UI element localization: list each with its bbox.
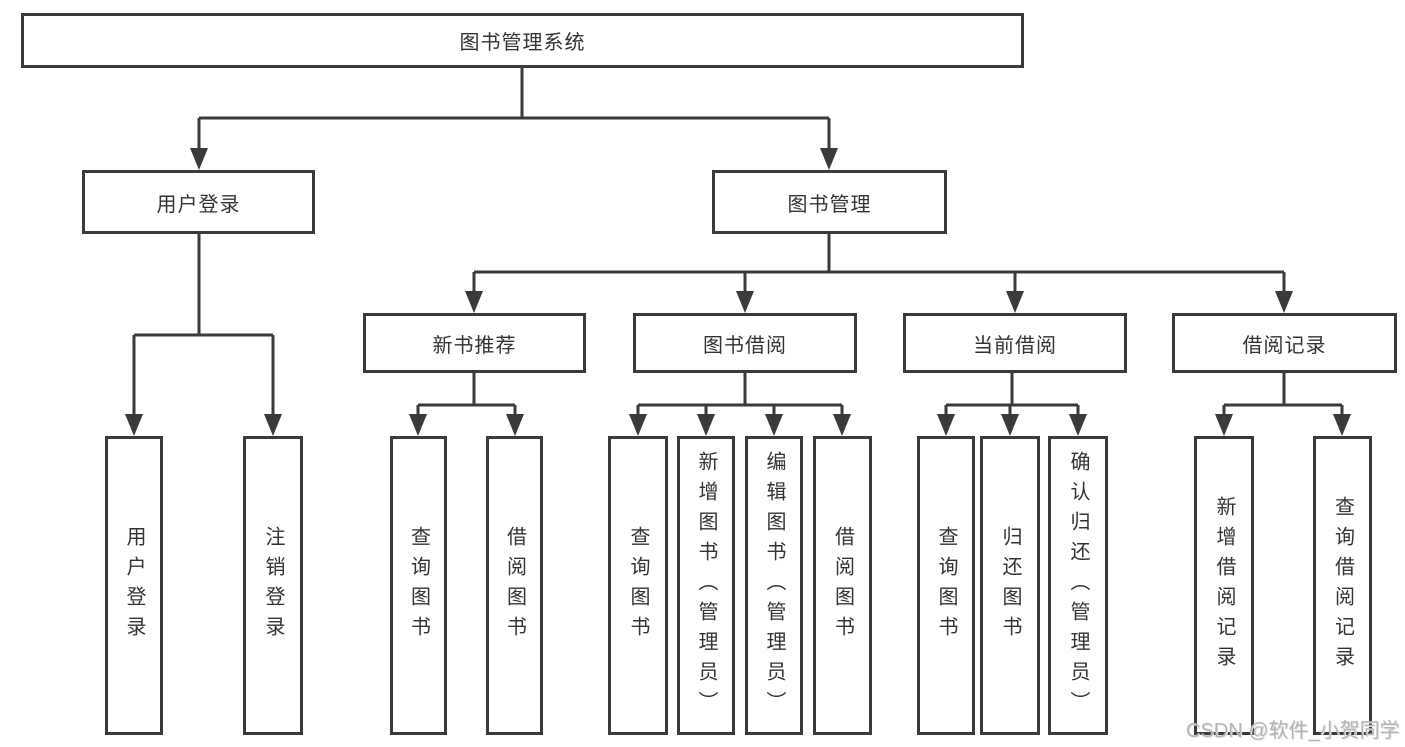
node-book-borrow: 图书借阅	[633, 313, 857, 373]
leaf-label: 确认归还（管理员）	[1067, 450, 1089, 721]
leaf-return-book: 归还图书	[980, 436, 1040, 735]
leaf-query-borrow-record: 查询借阅记录	[1313, 436, 1372, 735]
leaf-logout: 注销登录	[243, 436, 303, 735]
leaf-borrow-books-recommend: 借阅图书	[486, 436, 543, 735]
node-root-system: 图书管理系统	[21, 13, 1024, 68]
leaf-confirm-return-admin: 确认归还（管理员）	[1048, 436, 1108, 735]
leaf-label: 归还图书	[999, 525, 1021, 646]
leaf-label: 查询借阅记录	[1331, 495, 1354, 676]
node-book-management: 图书管理	[712, 170, 947, 234]
leaf-edit-book-admin: 编辑图书（管理员）	[745, 436, 803, 735]
leaf-user-login: 用户登录	[105, 436, 163, 735]
leaf-label: 查询图书	[627, 525, 649, 646]
leaf-label: 查询图书	[407, 525, 430, 646]
leaf-query-books-borrow: 查询图书	[608, 436, 668, 735]
leaf-label: 新增图书（管理员）	[695, 450, 717, 721]
leaf-add-book-admin: 新增图书（管理员）	[677, 436, 735, 735]
leaf-label: 借阅图书	[503, 525, 526, 646]
leaf-query-books-current: 查询图书	[917, 436, 975, 735]
leaf-query-books-recommend: 查询图书	[390, 436, 447, 735]
csdn-watermark: CSDN @软件_小贺同学	[1186, 720, 1400, 742]
leaf-borrow-books: 借阅图书	[813, 436, 872, 735]
node-borrow-records: 借阅记录	[1172, 313, 1397, 373]
leaf-label: 借阅图书	[831, 525, 854, 646]
node-current-borrow: 当前借阅	[903, 313, 1127, 373]
node-user-login: 用户登录	[82, 170, 315, 234]
node-new-book-recommend: 新书推荐	[363, 313, 586, 373]
leaf-label: 注销登录	[262, 525, 284, 646]
leaf-label: 用户登录	[123, 525, 145, 646]
leaf-label: 编辑图书（管理员）	[763, 450, 785, 721]
leaf-label: 查询图书	[935, 525, 957, 646]
leaf-add-borrow-record: 新增借阅记录	[1194, 436, 1254, 735]
leaf-label: 新增借阅记录	[1213, 495, 1235, 676]
